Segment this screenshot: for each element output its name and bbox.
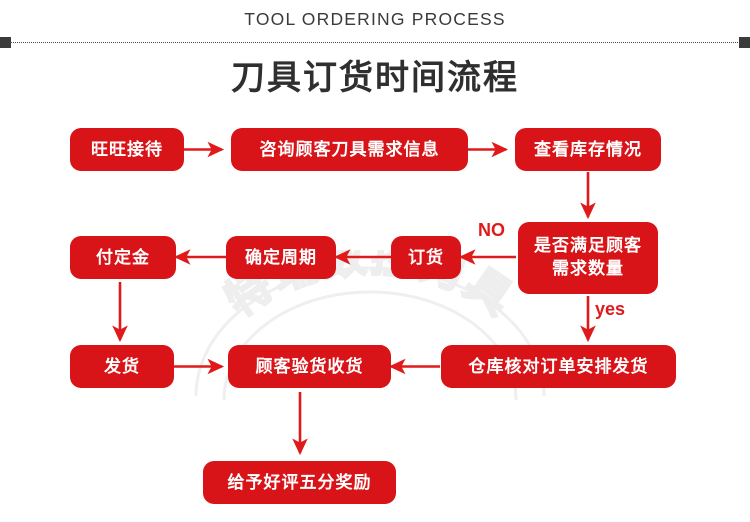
divider-cap-right: [739, 37, 750, 48]
node-give-five-star-review-reward[interactable]: 给予好评五分奖励: [203, 461, 396, 504]
node-inventory-sufficient-decision[interactable]: 是否满足顾客 需求数量: [518, 222, 658, 294]
node-wangwang-reception[interactable]: 旺旺接待: [70, 128, 184, 171]
node-check-inventory[interactable]: 查看库存情况: [515, 128, 661, 171]
title-divider: [0, 37, 750, 49]
edge-label-yes: yes: [595, 299, 626, 319]
divider-cap-left: [0, 37, 11, 48]
decision-line-1: 是否满足顾客: [534, 236, 642, 256]
divider-dotted-line: [10, 42, 740, 43]
node-consult-customer-needs[interactable]: 咨询顾客刀具需求信息: [231, 128, 468, 171]
node-pay-deposit[interactable]: 付定金: [70, 236, 176, 279]
node-confirm-lead-time[interactable]: 确定周期: [226, 236, 336, 279]
node-ship-goods[interactable]: 发货: [70, 345, 174, 388]
edge-label-no: NO: [478, 220, 505, 240]
decision-line-2: 需求数量: [552, 259, 624, 278]
english-title: TOOL ORDERING PROCESS: [244, 9, 506, 29]
page-title: 刀具订货时间流程: [231, 59, 519, 97]
node-place-order[interactable]: 订货: [391, 236, 461, 279]
node-customer-inspect-receive[interactable]: 顾客验货收货: [228, 345, 391, 388]
node-warehouse-verify-arrange-shipment[interactable]: 仓库核对订单安排发货: [441, 345, 676, 388]
